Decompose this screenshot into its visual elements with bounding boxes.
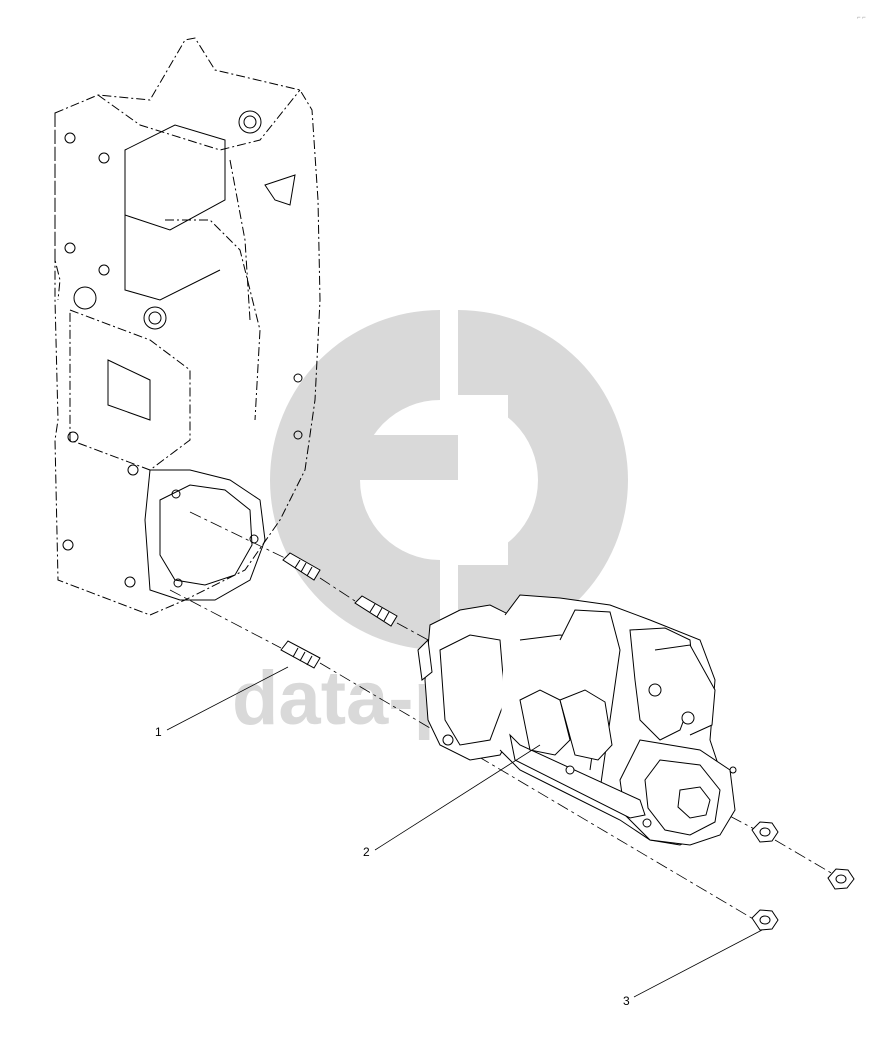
stud-middle <box>354 595 398 627</box>
nut-lower <box>751 909 779 931</box>
housing-bolt-holes <box>62 110 303 588</box>
nut-right <box>827 868 855 890</box>
flywheel-housing <box>54 37 321 616</box>
leader-lines <box>166 666 763 998</box>
callout-number-3: 3 <box>623 994 630 1008</box>
starter-motor <box>417 594 737 846</box>
nut-upper <box>751 821 779 843</box>
callout-number-2: 2 <box>363 845 370 859</box>
watermark-logo <box>270 310 628 650</box>
stud-upper <box>282 552 321 581</box>
callout-number-1: 1 <box>155 725 162 739</box>
corner-mark: ⌐ ⌐ <box>857 15 866 21</box>
stud-lower <box>280 640 321 669</box>
